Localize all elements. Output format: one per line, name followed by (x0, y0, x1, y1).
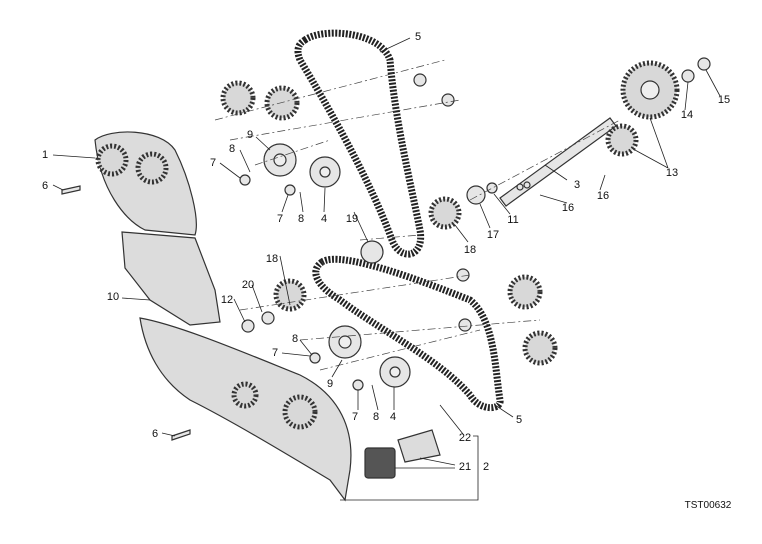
callout-label: 10 (107, 291, 119, 303)
callout-label: 19 (346, 213, 358, 225)
camshaft-pulley (264, 85, 300, 121)
nut (284, 184, 296, 196)
upper-timing-belt (294, 29, 425, 258)
lower-cover (139, 317, 352, 502)
nut (309, 352, 321, 364)
callout-label: 9 (247, 129, 253, 141)
key (523, 181, 531, 189)
lower-timing-belt (312, 255, 504, 412)
callout-label: 7 (277, 213, 283, 225)
callout-label: 4 (390, 411, 396, 423)
bolt (171, 429, 191, 441)
drive-pulley (273, 278, 307, 312)
nut (697, 57, 711, 71)
small-gear (605, 123, 639, 157)
callout-label: 17 (487, 229, 499, 241)
callout-label: 7 (352, 411, 358, 423)
diagram-code: TST00632 (685, 500, 732, 511)
idler-hub (389, 366, 401, 378)
callout-label: 8 (292, 333, 298, 345)
callout-label: 1 (42, 149, 48, 161)
callout-label: 3 (574, 179, 580, 191)
nut (352, 379, 364, 391)
callout-label: 8 (298, 213, 304, 225)
callout-label: 15 (718, 94, 730, 106)
callout-label: 5 (516, 414, 522, 426)
callout-label: 2 (483, 461, 489, 473)
callout-label: 11 (507, 214, 518, 226)
callout-label: 12 (221, 294, 233, 306)
drive-pulley (428, 196, 462, 230)
seal-block (364, 447, 396, 479)
leader-lines (52, 37, 721, 501)
callout-label: 8 (229, 143, 235, 155)
cover-window (135, 151, 169, 185)
callout-label: 8 (373, 411, 379, 423)
callout-label: 6 (152, 428, 158, 440)
spacer (458, 318, 472, 332)
idler-hub (319, 166, 331, 178)
alignment-line (214, 59, 621, 371)
cover-window (95, 143, 129, 177)
circlip (486, 182, 498, 194)
spacer (456, 268, 470, 282)
washer (681, 69, 695, 83)
washer (466, 185, 486, 205)
camshaft-pulley (220, 80, 256, 116)
spacer (441, 93, 455, 107)
cover-window (231, 381, 259, 409)
nut (239, 174, 251, 186)
callout-label: 4 (321, 213, 327, 225)
callout-label: 7 (210, 157, 216, 169)
callout-label: 6 (42, 180, 48, 192)
callout-label: 18 (464, 244, 476, 256)
callout-label: 20 (242, 279, 254, 291)
callout-label: 5 (415, 31, 421, 43)
large-gear-hub (640, 80, 660, 100)
callout-label: 13 (666, 167, 678, 179)
spacer (413, 73, 427, 87)
callout-label: 18 (266, 253, 278, 265)
nut (241, 319, 255, 333)
tensioner-hub (273, 153, 287, 167)
cover-window (282, 394, 318, 430)
bolt (61, 185, 81, 195)
camshaft-pulley (522, 330, 558, 366)
spacer-washer (360, 240, 384, 264)
camshaft-pulley (507, 274, 543, 310)
washer (261, 311, 275, 325)
callout-label: 16 (562, 202, 574, 214)
bracket-plate (397, 429, 441, 463)
callout-label: 14 (681, 109, 693, 121)
middle-cover (121, 231, 221, 326)
callout-label: 9 (327, 378, 333, 390)
callout-label: 7 (272, 347, 278, 359)
callout-label: 16 (597, 190, 609, 202)
tensioner-hub (338, 335, 352, 349)
callout-label: 22 (459, 432, 471, 444)
key (516, 183, 524, 191)
callout-label: 21 (459, 461, 471, 473)
